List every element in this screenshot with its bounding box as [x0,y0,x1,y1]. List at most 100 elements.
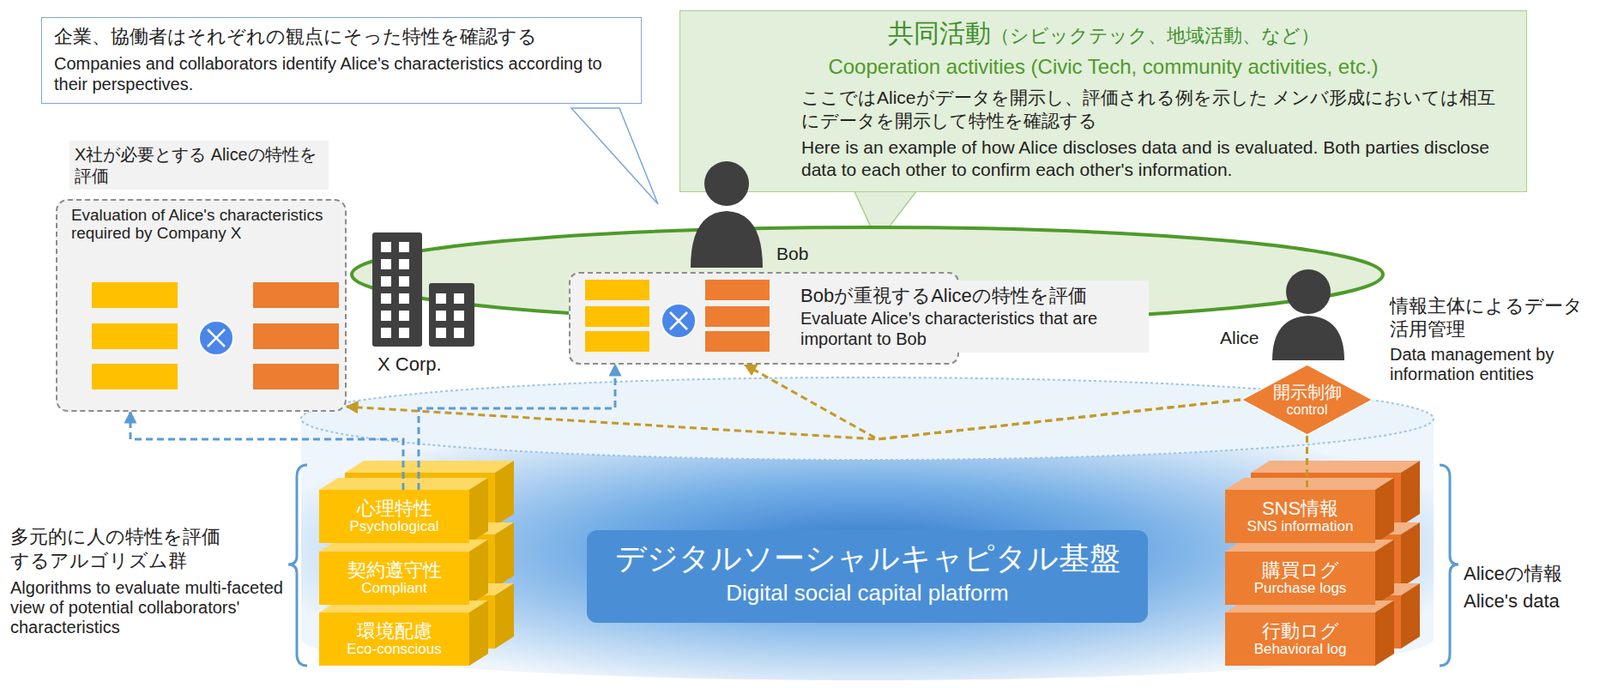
cube-side [1375,477,1395,544]
callout-box: 企業、協働者はそれぞれの観点にそった特性を確認する Companies and c… [41,17,642,104]
cube-top [1225,477,1395,490]
node-text: 心理特性 [356,498,433,520]
node-text: Behavioral log [1254,641,1347,659]
title-line: 共同活動（シビックテック、地域活動、など） [697,16,1510,52]
orange-bar [705,279,770,301]
annotation: Algorithms to evaluate multi-faceted vie… [10,578,287,638]
node-text: Purchase logs [1254,580,1347,598]
node-text: Digital social capital platform [595,579,1140,609]
node-text: SNS information [1247,519,1354,536]
window [435,293,447,304]
window [380,241,392,253]
text-panel: デジタルソーシャルキャピタル基盤Digital social capital p… [586,530,1148,623]
product-symbol [207,329,225,347]
person-body [690,211,763,268]
node-text: 購買ログ [1261,560,1340,581]
window [398,241,410,253]
orange-bar [705,306,770,327]
dashed-connector [744,364,1241,440]
algorithm-cube: 契約遵守性Compliant [319,551,470,605]
orange-bar [705,331,770,352]
person-icon [1272,269,1345,361]
product-symbol [199,320,234,356]
algorithm-cube: 環境配慮Eco-conscious [319,612,470,666]
window [435,327,447,339]
cube-side [495,460,514,526]
yellow-bar [585,331,650,352]
node-text: 企業、協働者はそれぞれの観点にそった特性を確認する [54,24,629,50]
annotation: Aliceの情報 [1463,562,1563,586]
node-text: Bobが重視するAliceの特性を評価 [800,283,1144,308]
window [398,310,410,321]
text-panel: Bobが重視するAliceの特性を評価Evaluate Alice's char… [795,280,1149,353]
cube-faces [319,460,1420,666]
data-cube: 行動ログBehavioral log [1225,612,1376,666]
cube-side [1375,600,1395,666]
cube-side [1400,522,1420,588]
yellow-bar [585,279,650,301]
person-head [704,161,749,206]
cube-side [495,583,514,649]
orange-bar [253,363,339,390]
window [398,327,410,339]
annotation: Data management by information entities [1389,344,1592,385]
activity-panel: 共同活動（シビックテック、地域活動、など）Cooperation activit… [679,10,1528,193]
cube-side [469,539,489,605]
cube-side [1375,539,1395,605]
product-symbol [661,303,696,339]
node-text: （シビックテック、地域活動、など） [990,24,1320,47]
yellow-bar [91,363,178,390]
brace [288,464,308,666]
node-text: Evaluation of Alice's characteristics re… [71,205,329,242]
node-text: SNS情報 [1261,498,1339,520]
building [372,232,423,347]
cube-side [495,522,514,588]
decision-diamond: 開示制御control [1240,363,1374,436]
node-text: X社が必要とする Aliceの特性を評価 [69,140,329,190]
node-text: Here is an example of how Alice disclose… [801,136,1510,182]
node-text: 環境配慮 [356,621,433,642]
orange-bar [253,282,339,308]
cube-top [1250,460,1420,473]
node-text: デジタルソーシャルキャピタル基盤 [595,538,1140,580]
node-text: Companies and collaborators identify Ali… [54,53,629,95]
node-text: 行動ログ [1261,621,1340,642]
orange-bar [253,323,339,350]
dashed-connector [130,411,404,490]
node-text: control [1286,402,1328,418]
annotation: 情報主体によるデータ 活用管理 [1389,295,1592,342]
person-label: Bob [776,242,809,265]
algorithm-cube: 心理特性Psychological [319,489,470,544]
data-cube: 購買ログPurchase logs [1225,551,1376,605]
window [398,259,410,270]
callout-tail [571,108,659,205]
evaluation-box: X社が必要とする Aliceの特性を評価Evaluation of Alice'… [55,199,347,412]
cube-side [1400,583,1420,649]
icon-label: X Corp. [377,353,442,376]
dashed-connector [1305,435,1309,490]
yellow-bar [91,323,178,350]
data-cube: SNS情報SNS information [1225,489,1376,544]
node-text: Cooperation activities (Civic Tech, comm… [697,54,1510,79]
node-text: Evaluate Alice's characteristics that ar… [800,307,1144,350]
node-text: 共同活動 [887,18,991,48]
annotation: Alice's data [1463,590,1560,613]
node-text: Psychological [350,519,440,536]
cube-side [469,477,489,544]
dashed-connector [346,399,1241,440]
dashed-connector [418,364,616,490]
window [398,293,410,304]
window [380,310,392,321]
cube-top [344,460,514,473]
yellow-bar [91,282,178,308]
node-text: 契約遵守性 [347,560,442,581]
building-icon [372,232,475,347]
diamond-outline [1241,364,1373,435]
cube-side [1400,460,1420,526]
evaluation-box: Bobが重視するAliceの特性を評価Evaluate Alice's char… [568,271,960,365]
yellow-bar [585,306,650,327]
brace [1439,464,1459,666]
window [453,327,465,339]
node-text: ここではAliceがデータを開示し、評価される例を示した メンバ形成においては相… [801,85,1510,133]
window [435,310,447,321]
